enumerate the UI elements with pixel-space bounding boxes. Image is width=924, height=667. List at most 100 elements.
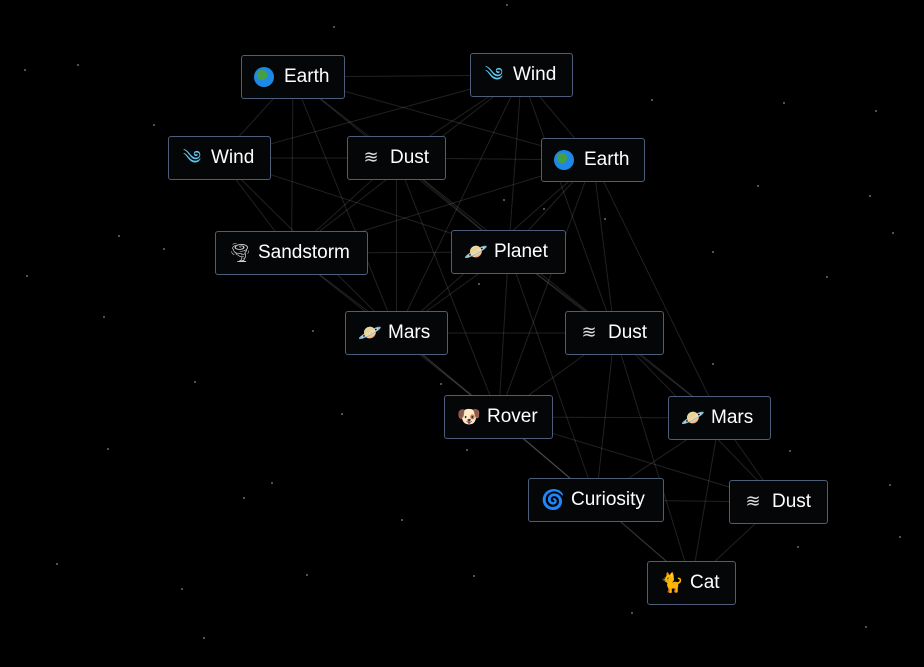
connection-line (691, 417, 720, 584)
dash-wavy-icon: ≋ (581, 322, 597, 343)
element-curiosity[interactable]: 🌀 Curiosity (528, 478, 664, 522)
element-label: Curiosity (571, 489, 645, 510)
star-dot (103, 316, 105, 318)
wind-face-icon: ༄ (182, 146, 202, 169)
ringed-planet-icon: 🪐 (681, 406, 705, 429)
dash-wavy-icon: ≋ (363, 147, 379, 168)
star-dot (631, 612, 633, 614)
star-dot (865, 626, 867, 628)
tornado-icon: 🌪 (228, 241, 253, 264)
star-dot (181, 588, 183, 590)
element-dust[interactable]: ≋ Dust (729, 480, 828, 524)
star-dot (203, 637, 205, 639)
element-label: Dust (772, 491, 812, 512)
connection-line (521, 74, 615, 334)
star-dot (107, 448, 109, 450)
star-dot (651, 99, 653, 101)
connection-line (396, 157, 499, 418)
connection-line (508, 251, 597, 501)
connection-line (508, 74, 522, 253)
element-label: Mars (388, 322, 431, 343)
star-dot (712, 363, 714, 365)
star-dot (24, 69, 26, 71)
star-dot (440, 383, 442, 385)
element-label: Dust (390, 147, 430, 168)
ringed-planet-icon: 🪐 (358, 321, 382, 344)
element-label: Dust (608, 322, 648, 343)
star-dot (789, 450, 791, 452)
element-label: Rover (487, 406, 538, 427)
earth-globe-icon (554, 150, 574, 170)
star-dot (783, 102, 785, 104)
element-cat[interactable]: 🐈 Cat (647, 561, 736, 605)
element-label: Earth (584, 149, 630, 170)
star-dot (271, 482, 273, 484)
dash-wavy-icon: ≋ (745, 491, 761, 512)
element-planet[interactable]: 🪐 Planet (451, 230, 566, 274)
element-label: Cat (690, 572, 720, 593)
element-label: Wind (211, 147, 255, 168)
star-dot (889, 484, 891, 486)
cat-icon: 🐈 (660, 571, 684, 594)
star-dot (56, 563, 58, 565)
connection-line (292, 76, 397, 334)
galaxy-icon: 🌀 (541, 488, 565, 511)
element-earth[interactable]: Earth (541, 138, 645, 182)
ringed-planet-icon: 🪐 (464, 240, 488, 263)
star-dot (506, 4, 508, 6)
star-dot (243, 497, 245, 499)
star-dot (333, 26, 335, 28)
connection-line (498, 159, 594, 418)
star-dot (712, 251, 714, 253)
dog-face-icon: 🐶 (457, 405, 481, 428)
element-dust[interactable]: ≋ Dust (347, 136, 446, 180)
star-dot (875, 110, 877, 112)
connection-line (396, 74, 522, 334)
star-dot (312, 330, 314, 332)
element-mars[interactable]: 🪐 Mars (668, 396, 771, 440)
star-dot (503, 199, 505, 201)
star-dot (194, 381, 196, 383)
connection-line (592, 159, 720, 419)
connection-line (592, 159, 615, 334)
star-dot (604, 218, 606, 220)
star-dot (757, 185, 759, 187)
element-label: Wind (513, 64, 557, 85)
connection-line (498, 251, 509, 418)
element-mars[interactable]: 🪐 Mars (345, 311, 448, 355)
element-dust[interactable]: ≋ Dust (565, 311, 664, 355)
star-dot (478, 283, 480, 285)
star-dot (26, 275, 28, 277)
star-dot (118, 235, 120, 237)
element-sandstorm[interactable]: 🌪 Sandstorm (215, 231, 368, 275)
star-dot (341, 413, 343, 415)
earth-globe-icon (254, 67, 274, 87)
star-dot (797, 546, 799, 548)
element-label: Sandstorm (258, 242, 350, 263)
star-dot (473, 575, 475, 577)
star-dot (401, 519, 403, 521)
star-dot (543, 208, 545, 210)
connection-line (614, 332, 692, 584)
star-dot (77, 64, 79, 66)
element-label: Earth (284, 66, 330, 87)
star-dot (892, 232, 894, 234)
star-dot (466, 449, 468, 451)
element-wind[interactable]: ༄ Wind (168, 136, 271, 180)
connection-line (595, 332, 615, 501)
element-label: Planet (494, 241, 548, 262)
element-wind[interactable]: ༄ Wind (470, 53, 573, 97)
element-rover[interactable]: 🐶 Rover (444, 395, 553, 439)
element-label: Mars (711, 407, 754, 428)
star-dot (163, 248, 165, 250)
star-dot (869, 195, 871, 197)
star-dot (306, 574, 308, 576)
star-dot (826, 276, 828, 278)
element-earth[interactable]: Earth (241, 55, 345, 99)
connection-line (291, 76, 294, 254)
star-dot (153, 124, 155, 126)
wind-face-icon: ༄ (484, 63, 504, 86)
star-dot (899, 536, 901, 538)
